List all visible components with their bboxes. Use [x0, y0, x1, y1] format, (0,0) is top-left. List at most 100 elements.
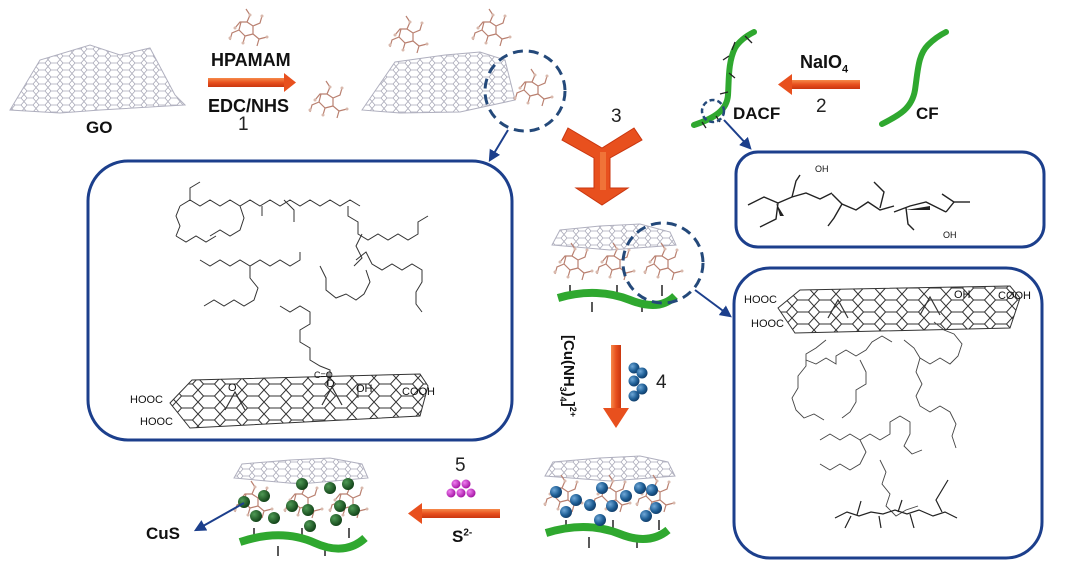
chem-oh: OH [356, 383, 373, 395]
step-5-arrow [408, 503, 500, 524]
zoom-circle-dacf [700, 98, 726, 124]
go-hpamam-dacf-composite [551, 223, 685, 312]
cf-fiber [879, 29, 949, 127]
cu-ion [620, 490, 632, 502]
hpamam-molecule-icon [512, 68, 555, 107]
cus-particle [302, 504, 314, 516]
frame-dacf-structure [734, 150, 1046, 249]
callout-arrow-cus [193, 502, 245, 532]
cus-particle [258, 490, 270, 502]
step-number-3: 3 [611, 106, 622, 127]
cu-ion [634, 482, 646, 494]
chem-hooc-3: HOOC [744, 294, 777, 306]
dacf-fiber [691, 29, 757, 129]
cu-ion [560, 506, 572, 518]
hpamam-structure-drawing [175, 181, 429, 378]
hpamam-molecule-icon [470, 8, 513, 47]
chem-co: C=O [314, 370, 333, 380]
callout-arrow-dacf [723, 119, 752, 150]
wedge-bond [776, 203, 784, 216]
cu-ion [646, 484, 658, 496]
go-hpamam-sheet [361, 51, 516, 114]
frame-go-hpamam-structure [86, 159, 514, 442]
epoxide-bond [919, 295, 941, 316]
step-2-arrow [778, 74, 860, 95]
sulfide-ion-cluster-icon [446, 479, 476, 498]
label-cus: CuS [146, 524, 180, 543]
label-edc-nhs: EDC/NHS [208, 96, 290, 116]
chem-hooc-4: HOOC [751, 318, 784, 330]
cu-ion [596, 482, 608, 494]
chem-cooh-2: COOH [998, 290, 1031, 302]
zoom-circle-go-hpamam [483, 49, 567, 133]
cus-particle [286, 500, 298, 512]
label-go: GO [86, 118, 113, 137]
step-number-1: 1 [238, 114, 249, 135]
step-4-arrow [603, 345, 629, 428]
dacf-unit-bottom [834, 479, 958, 529]
step-3-merge-arrow [561, 127, 643, 206]
step-1-arrow [208, 73, 296, 92]
sulfide-text: S [452, 527, 464, 546]
label-naio4: NaIO4 [800, 52, 848, 76]
hpamam-molecule-icon [387, 15, 430, 54]
cus-particle [342, 478, 354, 490]
chem-hooc-1: HOOC [130, 394, 163, 406]
cu-ions-on-composite [550, 482, 662, 526]
label-sulfide: S2- [452, 527, 472, 547]
cu-ion [606, 500, 618, 512]
chem-oh-dacf-1: OH [815, 164, 829, 174]
epoxide-bond [224, 390, 246, 411]
cus-particle [330, 514, 342, 526]
hpamam-molecule-icon [307, 80, 350, 119]
chem-oh-dacf-2: OH [943, 230, 957, 240]
cu-ion-cluster-icon [628, 362, 648, 402]
cus-particle [296, 478, 308, 490]
chem-o: O [228, 382, 237, 394]
dacf-structure-drawing [747, 174, 970, 231]
cu-ion [550, 486, 562, 498]
graphene-sheet-right [777, 285, 1021, 334]
naio4-subscript: 4 [842, 63, 849, 76]
cus-loaded-composite [232, 457, 370, 556]
cu-ion [640, 510, 652, 522]
label-cu-complex: [Cu(NH3)4]2+ [558, 335, 578, 417]
naio4-text: NaIO [800, 52, 843, 72]
epoxide-bond [827, 298, 849, 319]
go-sheet [9, 44, 187, 114]
cus-particle [268, 512, 280, 524]
chem-oh-2: OH [954, 289, 971, 301]
cus-particle [348, 504, 360, 516]
cus-particle [304, 520, 316, 532]
label-cf: CF [916, 104, 939, 123]
step-number-5: 5 [455, 455, 466, 476]
graphene-sheet-left [169, 373, 429, 429]
cu-ion [584, 499, 596, 511]
label-dacf: DACF [733, 104, 781, 123]
composite-structure-drawing [791, 321, 963, 517]
step-number-4: 4 [656, 372, 667, 393]
step-number-2: 2 [816, 96, 827, 117]
cus-particle [324, 482, 336, 494]
cu-complex-sup: 2+ [568, 406, 578, 417]
wedge-bond [906, 206, 930, 210]
chem-hooc-2: HOOC [140, 416, 173, 428]
cus-particle [250, 510, 262, 522]
cu-complex-text: [Cu(NH [560, 335, 577, 387]
chem-cooh: COOH [402, 386, 435, 398]
callout-arrow-composite [694, 289, 732, 318]
chem-o: O [326, 378, 335, 390]
callout-arrow-go-hpamam [488, 129, 509, 163]
cu-ion [650, 502, 662, 514]
cu-loaded-composite [542, 455, 677, 548]
cus-particles [238, 478, 360, 532]
label-hpamam: HPAMAM [211, 50, 291, 70]
zoom-circle-composite [621, 221, 705, 305]
frame-composite-structure [732, 266, 1044, 560]
cus-particle [334, 500, 346, 512]
hpamam-molecule-icon [227, 8, 270, 47]
cu-ion [570, 494, 582, 506]
epoxide-bond [321, 385, 343, 406]
cu-ion [594, 514, 606, 526]
